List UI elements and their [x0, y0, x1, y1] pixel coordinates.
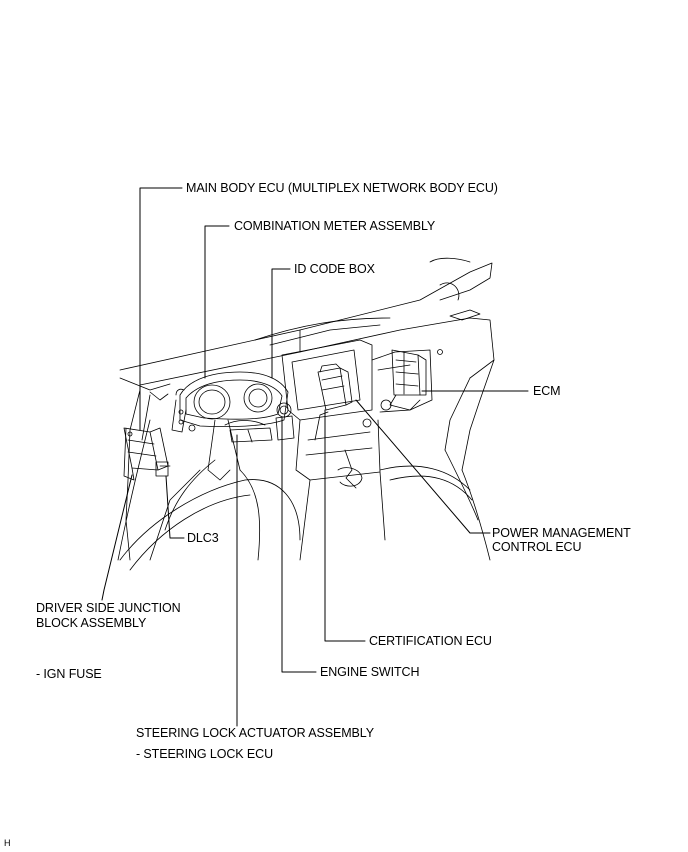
- label-dlc3: DLC3: [187, 531, 219, 545]
- leader-lines: [101, 187, 529, 727]
- label-steering-lock-ecu: - STEERING LOCK ECU: [136, 747, 274, 761]
- label-power-management-line2: CONTROL ECU: [492, 540, 582, 554]
- ecm-graphic: [389, 349, 443, 411]
- label-certification-ecu: CERTIFICATION ECU: [369, 634, 492, 648]
- combination-meter-graphic: [171, 371, 289, 433]
- label-ign-fuse: - IGN FUSE: [36, 667, 102, 681]
- corner-mark: H: [4, 838, 11, 848]
- dash-outline: [117, 257, 495, 561]
- label-ecm: ECM: [533, 384, 561, 398]
- label-main-body-ecu: MAIN BODY ECU (MULTIPLEX NETWORK BODY EC…: [186, 181, 498, 195]
- label-engine-switch: ENGINE SWITCH: [320, 665, 420, 679]
- engine-switch-graphic: [275, 402, 295, 441]
- certification-ecu-graphic: [317, 363, 353, 411]
- center-console: [281, 339, 433, 561]
- label-combination-meter: COMBINATION METER ASSEMBLY: [234, 219, 436, 233]
- junction-block-graphic: [123, 427, 171, 481]
- steering-column-graphic: [119, 419, 301, 571]
- label-junction-block-line1: DRIVER SIDE JUNCTION: [36, 601, 181, 615]
- label-power-management-line1: POWER MANAGEMENT: [492, 526, 631, 540]
- label-steering-lock-actuator: STEERING LOCK ACTUATOR ASSEMBLY: [136, 726, 374, 740]
- label-id-code-box: ID CODE BOX: [294, 262, 375, 276]
- label-junction-block-line2: BLOCK ASSEMBLY: [36, 616, 147, 630]
